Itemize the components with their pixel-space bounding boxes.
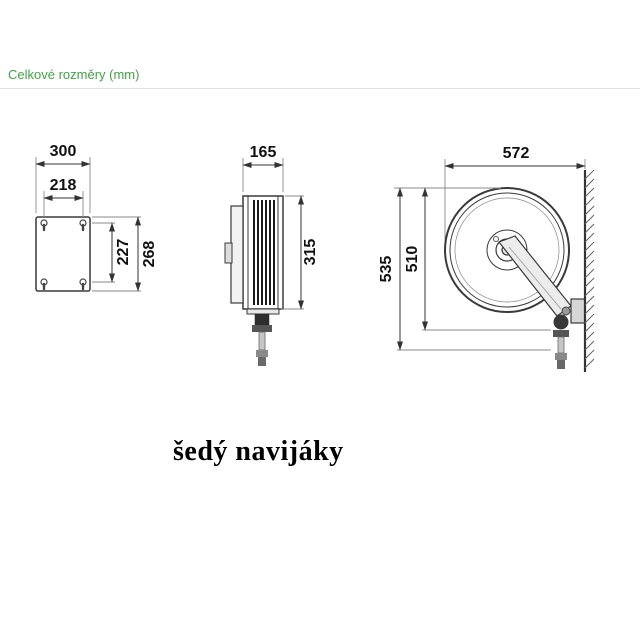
- dim-label-side-width: 165: [250, 144, 277, 161]
- support-arm-detail: [508, 246, 562, 310]
- front-outlet-pipe: [557, 336, 565, 354]
- front-pipe-coupler: [555, 353, 567, 360]
- side-view: 165 315: [224, 144, 319, 366]
- dim-label-plate-height-holes: 227: [115, 239, 132, 266]
- dim-label-front-height-outer: 535: [378, 256, 395, 283]
- product-caption: šedý navijáky: [173, 436, 344, 467]
- keyhole-slot: [79, 219, 87, 232]
- keyhole-slot: [40, 278, 48, 291]
- swivel-nut: [553, 330, 569, 337]
- pipe-coupler: [256, 350, 268, 357]
- dim-label-plate-width-outer: 300: [50, 143, 77, 160]
- hose-coil-stripes: [253, 200, 275, 305]
- outlet-nut: [252, 325, 272, 332]
- keyhole-slot: [79, 278, 87, 291]
- mounting-plate: [35, 216, 91, 292]
- dim-label-front-width: 572: [503, 145, 530, 162]
- pipe-tip: [258, 357, 266, 366]
- section-divider: [0, 88, 640, 89]
- reel-disc-inner-rim: [454, 197, 560, 303]
- keyhole-slot: [40, 219, 48, 232]
- outlet-pipe: [258, 331, 266, 351]
- dim-label-front-height-inner: 510: [404, 246, 421, 273]
- guide-bracket: [230, 205, 244, 304]
- wall-hatching: [584, 169, 595, 369]
- guide-roller: [224, 242, 233, 264]
- dim-label-plate-height-outer: 268: [141, 241, 158, 268]
- dim-label-plate-width-holes: 218: [50, 177, 77, 194]
- front-view: 572 535 510: [378, 145, 595, 372]
- front-pipe-tip: [557, 360, 565, 369]
- plate-view: 300 218 227 268: [35, 143, 158, 292]
- hub-bolt: [493, 236, 499, 242]
- bracket-pivot: [561, 306, 571, 316]
- wall-bracket: [570, 298, 586, 324]
- base-plate: [246, 308, 280, 315]
- outlet-fitting: [254, 313, 270, 326]
- reel-disc-rim: [449, 192, 565, 308]
- swivel-elbow: [553, 314, 569, 330]
- dim-label-side-height: 315: [302, 239, 319, 266]
- hub-ring: [486, 229, 528, 271]
- section-heading: Celkové rozměry (mm): [8, 67, 140, 82]
